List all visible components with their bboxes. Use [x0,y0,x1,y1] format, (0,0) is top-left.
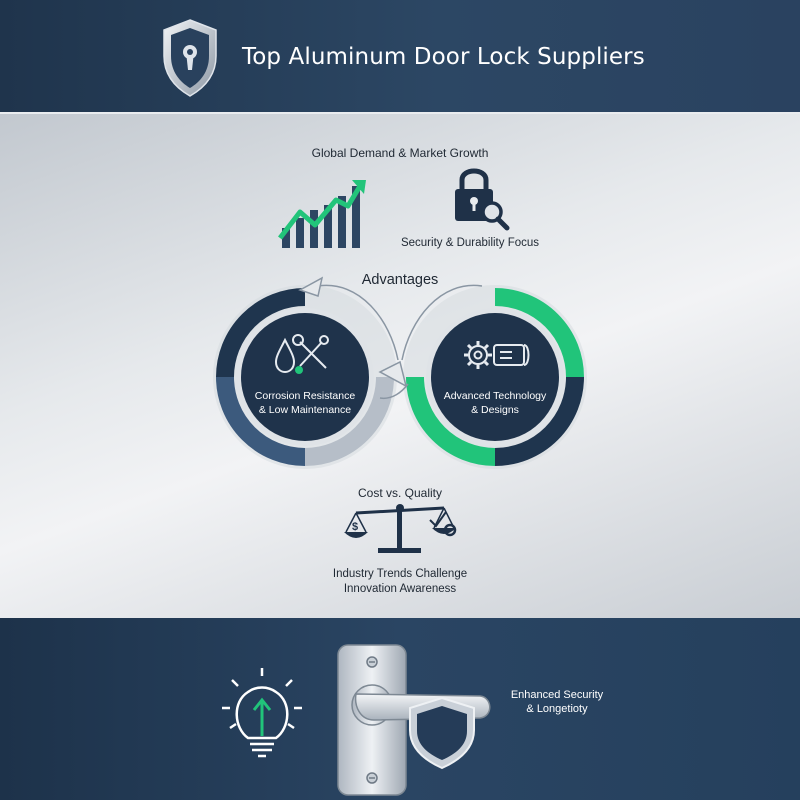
shield-keyhole-icon [163,19,217,97]
growth-chart-icon [278,180,366,248]
enhanced-security-line-1: Enhanced Security [510,689,604,701]
enhanced-security-label: Enhanced Security & Longetioty [492,688,622,716]
shield-icon [409,696,475,770]
corrosion-line-2: & Low Maintenance [258,404,352,416]
droplet-tools-icon [274,334,329,374]
lightbulb-icon [222,668,302,758]
demand-label: Global Demand & Market Growth [311,146,489,160]
security-label: Security & Durability Focus [400,237,540,249]
header-banner: Top Aluminum Door Lock Suppliers [0,0,800,112]
trends-line-2: Innovation Awareness [343,583,457,595]
advantages-title: Advantages [361,272,439,288]
lightbulb-arrow [252,697,272,736]
trends-line-1: Industry Trends Challenge [332,568,468,580]
balance-scale-icon: $ [344,504,457,553]
svg-text:$: $ [352,521,358,533]
corrosion-line-1: Corrosion Resistance [254,390,356,402]
left-ring [213,285,397,469]
advanced-technology-label: Advanced Technology & Designs [430,389,560,417]
technology-line-2: & Designs [471,404,519,416]
right-ring [403,285,587,469]
technology-line-1: Advanced Technology [443,390,547,402]
padlock-search-icon [455,168,510,231]
corrosion-resistance-label: Corrosion Resistance & Low Maintenance [240,389,370,417]
gear-blueprint-icon [464,341,530,369]
enhanced-security-line-2: & Longetioty [526,703,588,715]
cost-label: Cost vs. Quality [357,486,443,500]
tool-accent-dot [295,366,303,374]
page-title: Top Aluminum Door Lock Suppliers [242,44,645,70]
trends-label: Industry Trends Challenge Innovation Awa… [300,567,500,597]
connector-arrows [298,276,483,400]
